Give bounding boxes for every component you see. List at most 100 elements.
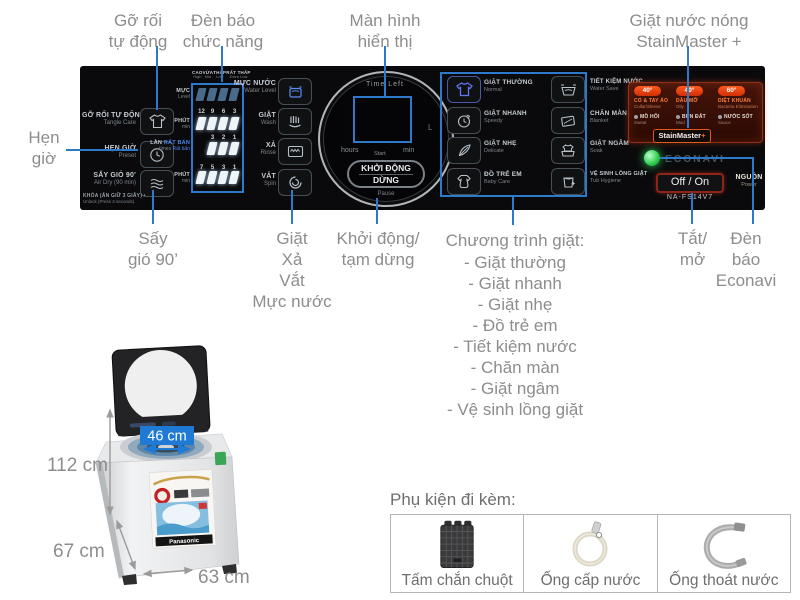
rat-guard-icon: [439, 515, 475, 572]
width-value: 63 cm: [198, 567, 250, 588]
callout-line-air-dry: [152, 190, 154, 224]
callout-line-wash-levels: [291, 190, 293, 224]
stainmaster-button: StainMaster+: [653, 129, 711, 143]
air-dry-label: SẤY GIÓ 90' Air Dry (90 min): [82, 172, 136, 187]
soak-button: [551, 137, 585, 164]
washing-machine-figure: Panasonic 46 cm 112 cm 67 cm 63 cm: [47, 345, 250, 588]
start-small-label: Start: [374, 151, 386, 157]
indicator-dot: [634, 114, 638, 119]
econavi-logo: ECONAVI: [665, 153, 725, 165]
preset-vi: HẸN GIỜ: [82, 145, 136, 153]
air-dry-button: [140, 170, 174, 197]
blanket-button: [551, 107, 585, 134]
accessories-title: Phụ kiện đi kèm:: [390, 490, 516, 509]
wash-button: [278, 108, 312, 135]
lock-note-vi: KHÓA (ẤN GIỮ 3 GIÂY) •: [83, 193, 146, 199]
rinse-tub-icon: [287, 145, 304, 158]
speedy-clock-icon: [456, 113, 472, 129]
indicator-dot: [718, 114, 722, 119]
waves-icon: [149, 177, 165, 191]
callout-display: Màn hình hiển thị: [349, 11, 421, 52]
tangle-care-en: Tangle Care: [103, 120, 136, 127]
callout-programs-title: Chương trình giặt:: [445, 231, 585, 250]
program-item: - Chăn màn: [470, 358, 560, 377]
programs-callout-box: [440, 72, 587, 197]
water-save-button: [551, 76, 585, 103]
front-label: Panasonic: [148, 468, 217, 549]
machine-foot: [122, 574, 137, 585]
accessory-drain-hose: Ống thoát nước: [658, 515, 790, 592]
depth-value: 67 cm: [53, 541, 105, 562]
program-item: - Giặt nhẹ: [477, 295, 553, 314]
drain-hose-icon: [698, 515, 750, 572]
plus-sign: +: [701, 131, 706, 140]
brand-text: Panasonic: [169, 538, 200, 546]
model-number: NA-FS14V7: [666, 194, 714, 201]
callout-air-dry: Sấy gió 90’: [127, 229, 179, 270]
normal-wash-button: [447, 76, 481, 103]
very-dirty-en: Rất bẩn: [172, 145, 190, 152]
callout-line-power: [691, 193, 693, 224]
preset-label: HẸN GIỜ Preset: [82, 145, 137, 160]
very-dirty-vi: RẤT BẨN: [163, 140, 190, 146]
accessory-supply-hose: Ống cấp nước: [524, 515, 658, 592]
accessory-label: Ống thoát nước: [669, 572, 779, 590]
pause-label: Pause: [377, 191, 395, 197]
lock-note: KHÓA (ẤN GIỮ 3 GIÂY) • Unlock (Press 3 s…: [83, 193, 178, 204]
program-item: - Tiết kiệm nước: [453, 337, 577, 356]
start-text: KHỞI ĐỘNG: [359, 162, 413, 175]
wash-hand-icon: [287, 115, 303, 129]
shirt-icon: [455, 82, 473, 97]
temp-badge-40b: 40°: [676, 86, 703, 96]
callout-line-start-pause: [376, 198, 378, 224]
liter-unit-label: L: [428, 123, 433, 132]
spin-button: [278, 169, 312, 196]
tub-water-icon: [287, 85, 304, 99]
stain-sauce-label: NƯỚC SỐT Sauce: [718, 114, 753, 125]
callout-start-pause: Khởi động/ tạm dừng: [336, 229, 420, 270]
program-item: - Giặt thường: [464, 253, 566, 272]
callout-line-tangle: [156, 46, 158, 110]
accessories-table: Tấm chắn chuột Ống cấp nước: [390, 514, 791, 593]
tangle-care-vi: GỠ RỐI TỰ ĐỘNG: [82, 112, 146, 119]
accessory-label: Ống cấp nước: [540, 572, 641, 590]
callout-wash-levels: Giặt Xả Vắt Mực nước: [252, 229, 332, 312]
basin-icon: [560, 83, 577, 97]
program-item: - Vệ sinh lồng giặt: [446, 400, 584, 419]
spin-spiral-icon: [288, 175, 303, 190]
machine-foot: [222, 564, 237, 574]
water-level-button: [278, 78, 312, 105]
callout-tangle-care: Gỡ rối tự động: [108, 11, 168, 52]
control-panel: GỠ RỐI TỰ ĐỘNG Tangle Care HẸN GIỜ Prese…: [80, 66, 765, 210]
callout-programs-list: - Giặt thường - Giặt nhanh - Giặt nhẹ - …: [420, 252, 610, 420]
tangle-care-label: GỠ RỐI TỰ ĐỘNG Tangle Care: [82, 112, 146, 127]
shirt-icon: [148, 114, 166, 129]
temp-badge-60: 60°: [718, 86, 745, 96]
rinse-button: [278, 138, 312, 165]
callout-hot-wash: Giặt nước nóng StainMaster +: [629, 11, 749, 52]
callout-line-display: [384, 46, 386, 98]
callout-preset: Hẹn giờ: [28, 128, 60, 169]
callout-econavi: Đèn báo Econavi: [715, 229, 777, 291]
tub-width-badge: [140, 426, 194, 445]
baby-onesie-icon: [456, 174, 472, 189]
callout-power: Tắt/ mở: [677, 229, 708, 270]
